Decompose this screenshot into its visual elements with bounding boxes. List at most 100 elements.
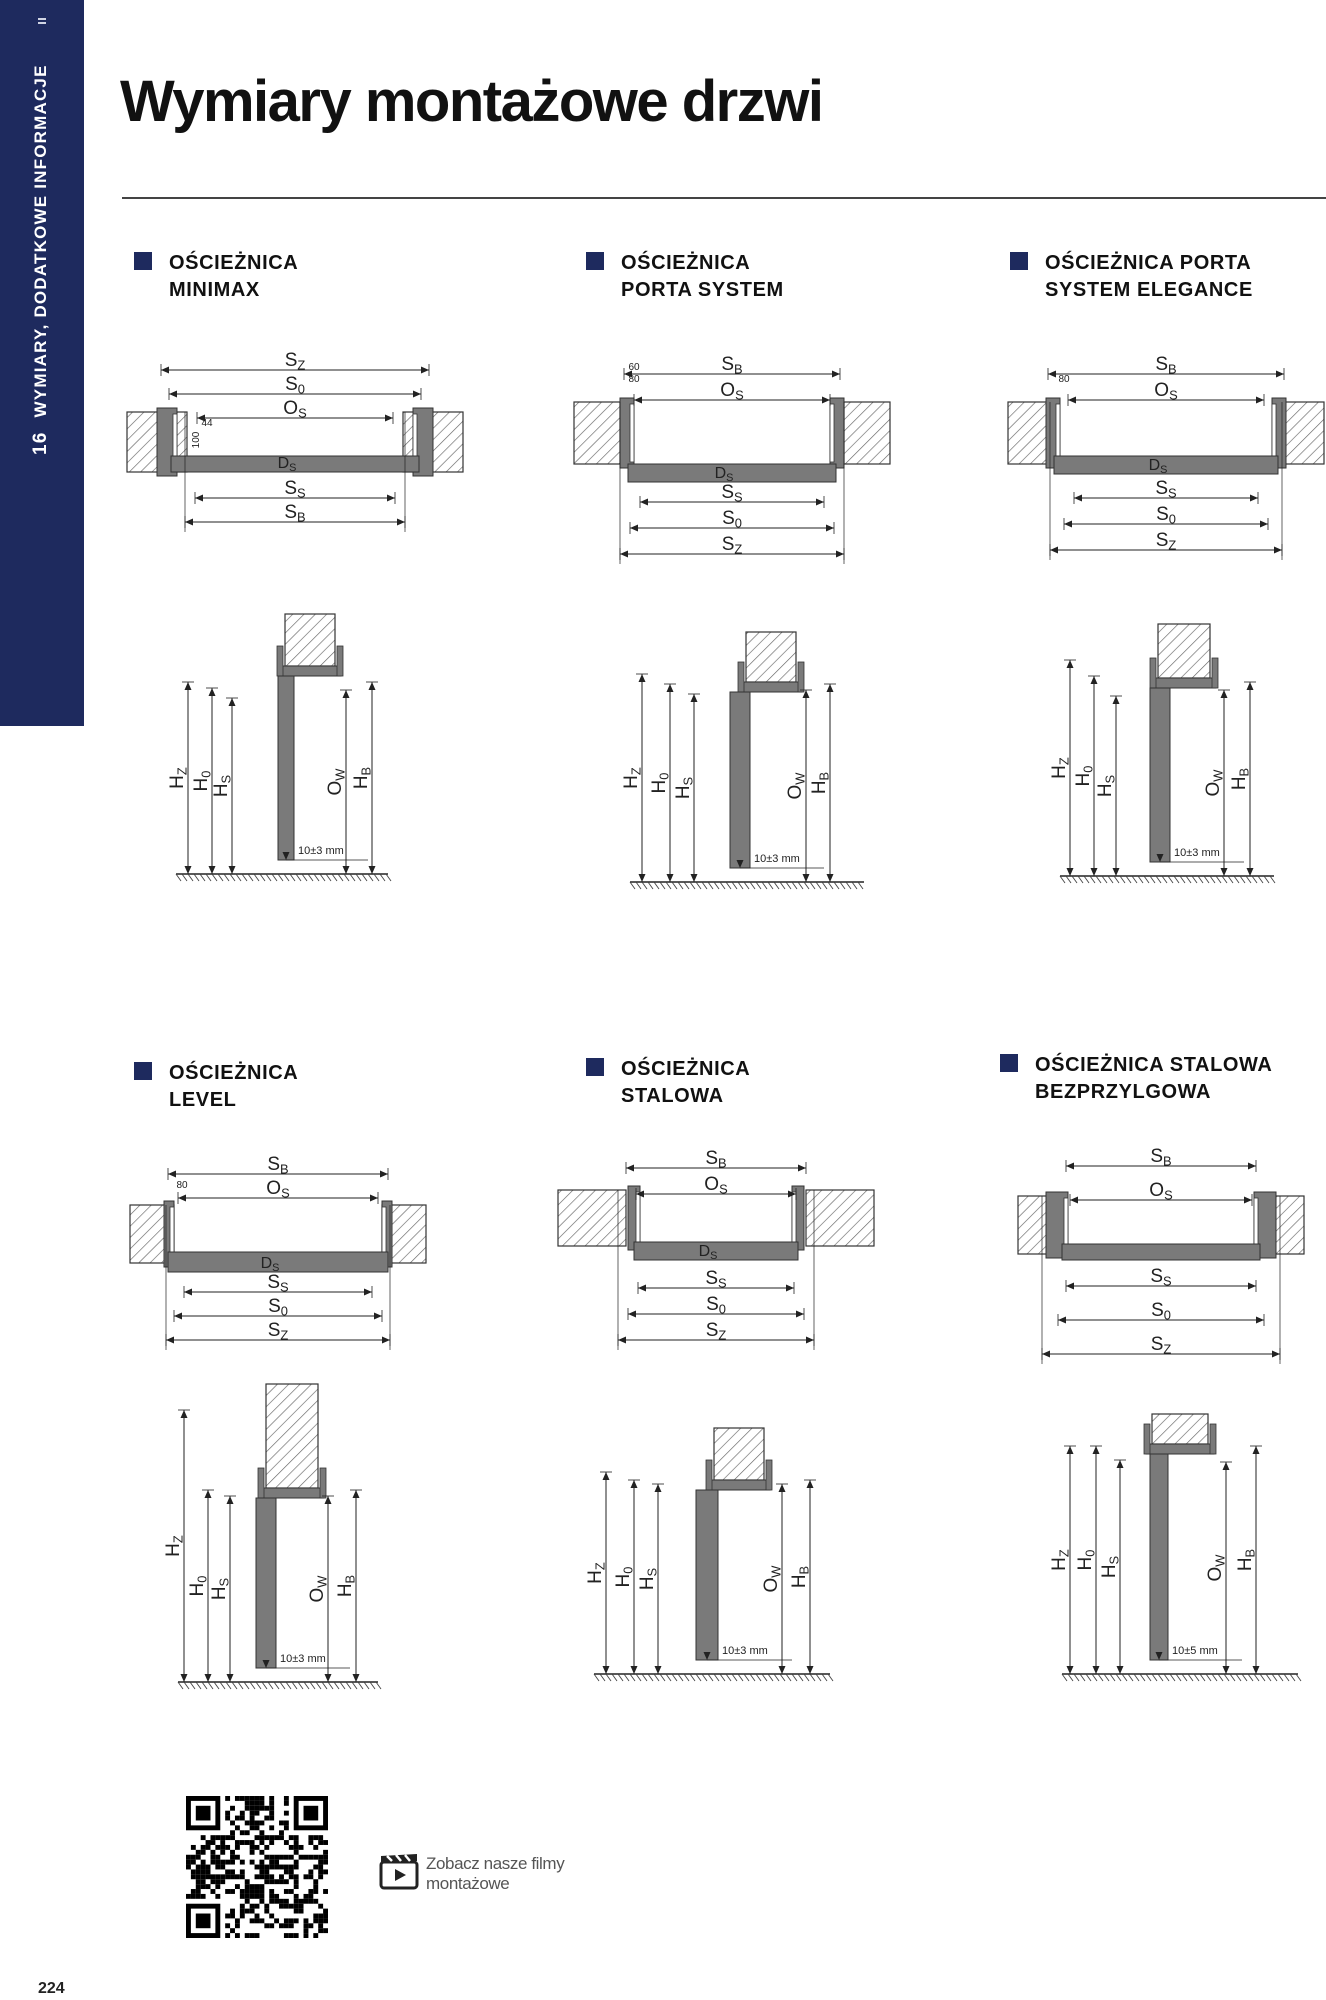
arrowhead xyxy=(620,550,628,558)
qr-module xyxy=(318,1874,324,1880)
arrowhead xyxy=(796,1310,804,1318)
floor-hatch xyxy=(325,873,332,882)
video-clapperboard-icon[interactable] xyxy=(378,1850,420,1892)
qr-module xyxy=(283,1840,289,1845)
floor-hatch xyxy=(1107,875,1114,884)
dimension-label: HS xyxy=(209,1577,231,1600)
qr-module xyxy=(225,1859,231,1865)
qr-module xyxy=(249,1918,255,1924)
floor-hatch xyxy=(349,873,356,882)
small-dimension-text: 80 xyxy=(176,1180,188,1191)
arrowhead xyxy=(413,390,421,398)
dimension-label: SS xyxy=(267,1272,289,1294)
qr-module xyxy=(215,1874,221,1880)
bullet-square-icon xyxy=(1000,1054,1018,1072)
qr-module xyxy=(230,1913,235,1919)
floor-hatch xyxy=(243,1681,250,1690)
qr-module xyxy=(293,1908,299,1914)
qr-module xyxy=(259,1849,265,1855)
floor-hatch xyxy=(719,881,726,890)
qr-module xyxy=(274,1859,280,1865)
qr-module xyxy=(318,1859,324,1865)
arrowhead xyxy=(1250,494,1258,502)
arrowhead xyxy=(628,1310,636,1318)
qr-module xyxy=(259,1805,265,1811)
qr-module xyxy=(254,1903,260,1909)
floor-hatch xyxy=(677,881,684,890)
floor-hatch xyxy=(749,881,756,890)
qr-module xyxy=(279,1874,284,1880)
floor-hatch xyxy=(737,1673,744,1682)
qr-module xyxy=(308,1874,314,1880)
qr-module xyxy=(259,1874,265,1880)
qr-module xyxy=(249,1884,255,1890)
floor-hatch xyxy=(701,1673,708,1682)
floor-hatch xyxy=(1289,1673,1296,1682)
qr-module xyxy=(200,1893,206,1899)
qr-module xyxy=(230,1805,235,1811)
qr-module xyxy=(186,1854,191,1860)
arrowhead xyxy=(634,396,642,404)
floor-hatch xyxy=(1125,875,1132,884)
qr-code[interactable] xyxy=(186,1796,328,1938)
floor-hatch xyxy=(689,1673,696,1682)
floor-hatch xyxy=(1253,1673,1260,1682)
floor-hatch xyxy=(1175,1673,1182,1682)
floor-hatch xyxy=(725,1673,732,1682)
floor-hatch xyxy=(803,1673,810,1682)
qr-module xyxy=(249,1815,255,1821)
qr-module xyxy=(303,1898,309,1904)
frame-profile xyxy=(797,661,805,693)
qr-module xyxy=(293,1874,299,1880)
arrowhead xyxy=(208,866,216,874)
dimension-label: SB xyxy=(267,1154,288,1176)
dimension-label: HB xyxy=(789,1566,811,1588)
qr-module xyxy=(225,1810,231,1816)
dimension-label: HZ xyxy=(621,767,643,789)
frame-profile xyxy=(336,645,344,677)
floor-hatch xyxy=(1173,875,1180,884)
qr-module xyxy=(323,1889,328,1894)
arrowhead xyxy=(1090,676,1098,684)
arrowhead xyxy=(185,518,193,526)
qr-module xyxy=(264,1864,270,1870)
bullet-square-icon xyxy=(134,252,152,270)
qr-module xyxy=(234,1884,240,1890)
arrowhead xyxy=(382,1336,390,1344)
qr-module xyxy=(269,1864,275,1870)
qr-module xyxy=(298,1854,304,1860)
arrowhead xyxy=(654,1666,662,1674)
qr-module xyxy=(249,1820,255,1826)
qr-module xyxy=(220,1874,226,1880)
arrowhead xyxy=(364,1288,372,1296)
qr-module xyxy=(195,1874,201,1880)
dimension-label: SS xyxy=(705,1268,727,1290)
floor-hatch xyxy=(319,873,326,882)
floor-hatch xyxy=(1215,875,1222,884)
floor-hatch xyxy=(183,1681,190,1690)
arrowhead xyxy=(1048,370,1056,378)
floor-hatch xyxy=(337,873,344,882)
floor-hatch xyxy=(1059,875,1066,884)
frame-profile xyxy=(257,1467,265,1499)
arrowhead xyxy=(638,674,646,682)
arrowhead xyxy=(1116,1460,1124,1468)
arrowhead xyxy=(654,1484,662,1492)
arrowhead xyxy=(822,396,830,404)
floor-hatch xyxy=(1161,875,1168,884)
qr-module xyxy=(230,1889,235,1894)
qr-module xyxy=(264,1805,270,1811)
frame-profile xyxy=(278,665,342,677)
floor-hatch xyxy=(1235,1673,1242,1682)
floor-hatch xyxy=(821,1673,828,1682)
floor-hatch xyxy=(189,1681,196,1690)
frame-gasket xyxy=(829,403,835,463)
qr-module xyxy=(283,1825,289,1831)
arrowhead xyxy=(1274,546,1282,554)
floor-hatch xyxy=(1103,1673,1110,1682)
arrowhead xyxy=(228,866,236,874)
qr-module xyxy=(254,1893,260,1899)
dimension-label: SZ xyxy=(1151,1334,1172,1356)
qr-module xyxy=(269,1893,275,1899)
